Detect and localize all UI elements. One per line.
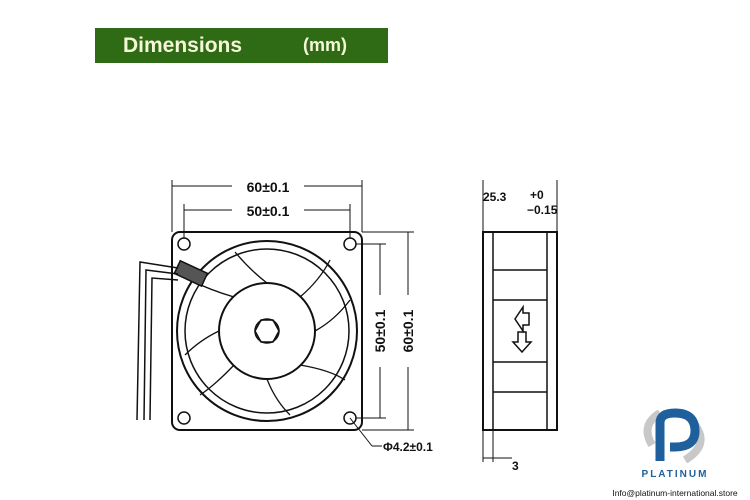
title-unit: (mm) [303, 35, 347, 55]
side-view [482, 180, 558, 462]
contact-email[interactable]: Info@platinum-international.store [612, 488, 738, 498]
front-view [136, 231, 363, 431]
depth-label: 25.3 [483, 190, 507, 204]
outer-height-label: 60±0.1 [400, 309, 416, 352]
lead-offset-label: 3 [512, 459, 519, 473]
hole-spacing-height-label: 50±0.1 [372, 309, 388, 352]
brand-name: PLATINUM [641, 469, 709, 480]
hole-diameter-label: Φ4.2±0.1 [383, 440, 433, 454]
hole-spacing-width-label: 50±0.1 [247, 203, 290, 219]
title-banner: Dimensions (mm) [95, 28, 388, 63]
depth-tol-plus: +0 [530, 188, 544, 202]
title-label: Dimensions [123, 34, 243, 57]
platinum-logo: PLATINUM Info@platinum-international.sto… [600, 405, 750, 500]
platinum-logo-icon [643, 408, 705, 464]
depth-tol-minus: −0.15 [527, 203, 558, 217]
outer-width-label: 60±0.1 [247, 179, 290, 195]
